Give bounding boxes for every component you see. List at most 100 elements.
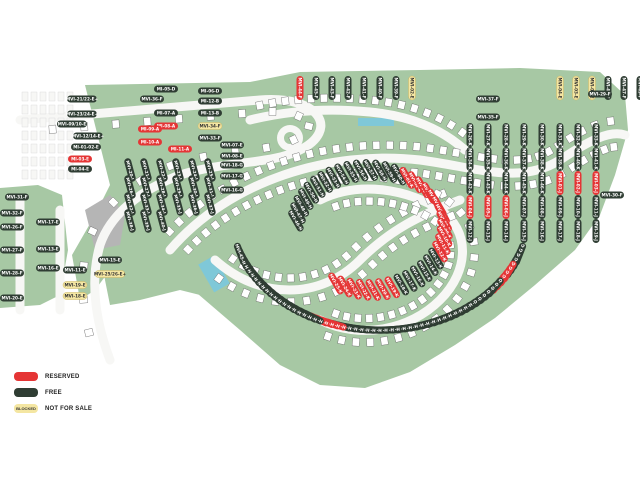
villa-footprint bbox=[345, 142, 354, 152]
plot-marker: MVI-17-J bbox=[556, 219, 564, 243]
plot-label: MVI-45-K bbox=[522, 172, 527, 194]
plot-marker: MVI-34-F bbox=[197, 122, 223, 130]
plot-pill bbox=[188, 175, 200, 199]
plot-pill bbox=[220, 141, 244, 149]
plot-marker: MVI-07-J bbox=[520, 195, 528, 219]
plot-marker: MVI-42-F bbox=[344, 76, 352, 100]
villa-footprint bbox=[213, 272, 225, 285]
plot-pill bbox=[360, 76, 368, 100]
plot-label: MVI-27-J bbox=[141, 177, 151, 198]
plot-marker: MI-13-B bbox=[198, 109, 222, 117]
villa-footprint bbox=[469, 253, 479, 262]
plot-marker: MVI-43-F bbox=[328, 76, 336, 100]
villa-footprint bbox=[465, 267, 477, 278]
villa-footprint bbox=[87, 226, 98, 237]
plot-pill bbox=[98, 256, 122, 264]
plot-marker: MVI-37-F bbox=[476, 95, 500, 103]
plot-marker: MVI-19-J bbox=[592, 219, 600, 243]
plot-pill bbox=[138, 138, 162, 146]
parking-bay bbox=[21, 117, 29, 128]
plot-pill bbox=[156, 192, 168, 216]
plot-pill bbox=[198, 97, 222, 105]
villa-footprint bbox=[226, 281, 238, 293]
villa-footprint bbox=[279, 156, 289, 167]
parking-bay bbox=[21, 143, 29, 154]
plot-marker: MVI-28-F bbox=[0, 269, 24, 277]
plot-label: MVI-21-J bbox=[141, 160, 151, 181]
plot-marker: MI-05-D bbox=[154, 85, 178, 93]
villa-footprint bbox=[268, 107, 277, 116]
plot-pill bbox=[574, 195, 582, 219]
plot-label: MVI-29-J bbox=[173, 177, 183, 198]
plot-pill bbox=[172, 175, 184, 199]
plot-label: MVI-28-F bbox=[1, 271, 22, 276]
villa-footprint bbox=[200, 227, 212, 239]
plot-marker: MVI-02-J bbox=[574, 171, 582, 195]
plot-label: MVI-33-F bbox=[199, 136, 220, 141]
plot-pill bbox=[502, 123, 510, 147]
villa-footprint bbox=[373, 222, 385, 234]
plot-marker: MVI-07-E bbox=[220, 141, 244, 149]
villa-footprint bbox=[422, 107, 432, 119]
parking-bay bbox=[30, 156, 38, 167]
plot-marker: MVI-27-F bbox=[0, 246, 24, 254]
plot-pill bbox=[57, 120, 87, 128]
villa-footprint bbox=[182, 243, 194, 255]
villa-footprint bbox=[564, 132, 576, 144]
plot-label: MI-01-02-E bbox=[73, 145, 99, 150]
plot-marker: MVI-37-K bbox=[520, 147, 528, 171]
plot-pill bbox=[592, 219, 600, 243]
plot-label: MVI-36-J bbox=[189, 194, 199, 215]
plot-marker: MI-06-D bbox=[198, 87, 222, 95]
plot-pill bbox=[520, 147, 528, 171]
plot-label: MVI-08-E bbox=[221, 154, 242, 159]
villa-footprint bbox=[253, 165, 264, 177]
plot-marker: MVI-39-K bbox=[556, 147, 564, 171]
plot-pill bbox=[574, 219, 582, 243]
plot-pill bbox=[620, 76, 628, 100]
plot-label: MVI-25/26-E+ bbox=[94, 272, 126, 277]
villa-footprint bbox=[397, 305, 408, 317]
plot-label: MVI-23-J bbox=[173, 160, 183, 181]
plot-marker: MVI-32-K bbox=[574, 123, 582, 147]
plot-label: MVI-29-K bbox=[522, 124, 527, 146]
plot-label: MVI-32-J bbox=[125, 194, 135, 215]
villa-footprint bbox=[455, 207, 467, 219]
villa-footprint bbox=[599, 144, 610, 155]
plot-label: MVI-41-F bbox=[362, 77, 367, 98]
plot-pill bbox=[384, 276, 401, 299]
plot-marker: MVI-11-J bbox=[592, 195, 600, 219]
plot-marker: MVI-18-G bbox=[220, 161, 244, 169]
plot-pill bbox=[154, 109, 178, 117]
plot-pill bbox=[437, 217, 453, 240]
plot-pill bbox=[73, 132, 103, 140]
villa-footprint bbox=[302, 295, 312, 306]
plot-label: MVI-49-F bbox=[638, 77, 640, 98]
plot-pill bbox=[0, 294, 24, 302]
plot-label: MVI-35-K bbox=[486, 148, 491, 170]
plot-pill bbox=[538, 195, 546, 219]
villa-footprint bbox=[275, 184, 286, 196]
road-3 bbox=[245, 105, 470, 155]
villa-footprint bbox=[445, 119, 457, 131]
plot-pill bbox=[428, 247, 444, 270]
villa-footprint bbox=[298, 272, 308, 282]
plot-marker: MVI-49-F bbox=[636, 76, 640, 100]
plot-pill bbox=[298, 188, 314, 210]
plot-marker: MVI-31-J bbox=[204, 175, 216, 199]
villa-footprint bbox=[457, 126, 468, 139]
villa-footprint bbox=[447, 173, 456, 184]
plot-pill bbox=[556, 123, 564, 147]
plot-marker: MI-07-A bbox=[154, 109, 178, 117]
plot-pill bbox=[198, 134, 222, 142]
plot-pill bbox=[156, 209, 168, 233]
villa-footprint bbox=[320, 93, 328, 103]
villa-footprint bbox=[398, 234, 410, 246]
villa-footprint bbox=[183, 207, 195, 219]
villa-footprint bbox=[472, 178, 482, 188]
villa-footprint bbox=[425, 143, 435, 153]
plot-label: MVI-05-J bbox=[486, 197, 491, 217]
villa-footprint bbox=[412, 142, 421, 152]
plot-label: MVI-15-E bbox=[99, 258, 120, 263]
plot-label: MI-10-A bbox=[141, 140, 160, 145]
